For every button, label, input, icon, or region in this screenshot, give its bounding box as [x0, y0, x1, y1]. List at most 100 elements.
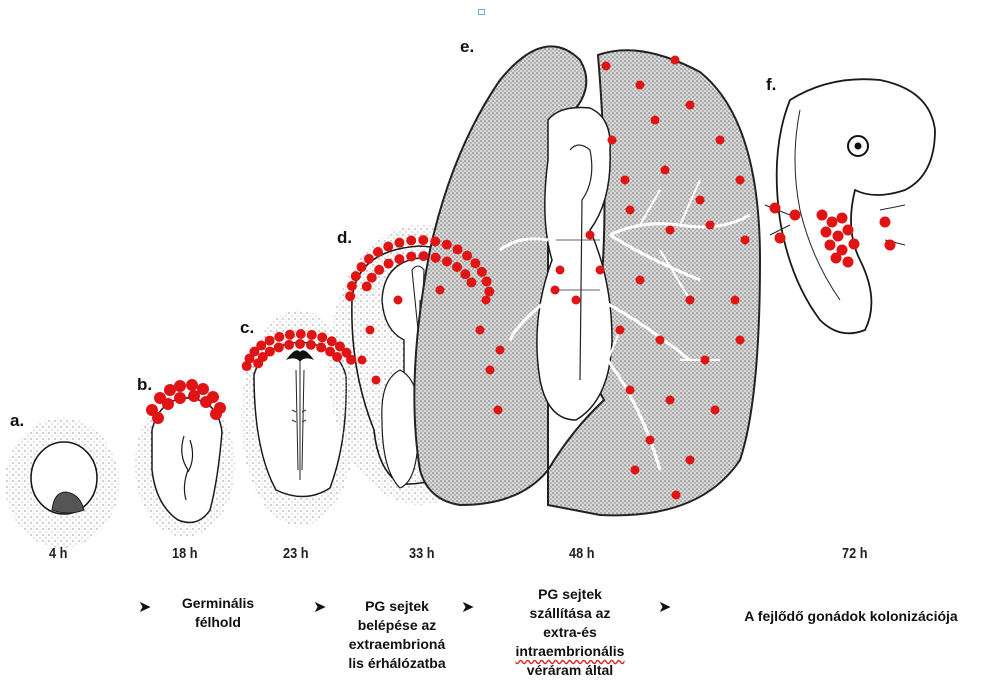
process-arrow-2: ➤ [313, 597, 326, 616]
germ-cell [602, 62, 611, 71]
stage-letter-a: a. [10, 411, 24, 431]
germ-cell [596, 266, 605, 275]
process-arrow-4: ➤ [658, 597, 671, 616]
germ-cell [366, 326, 375, 335]
germ-cell [274, 342, 284, 352]
germ-cell [482, 296, 491, 305]
germ-cell [372, 376, 381, 385]
germ-cell [345, 291, 355, 301]
germ-cell [210, 408, 222, 420]
process-arrow-1: ➤ [138, 597, 151, 616]
germ-cell [494, 406, 503, 415]
germ-cell [790, 210, 801, 221]
germ-cell [431, 253, 441, 263]
stage-letter-c: c. [240, 318, 254, 338]
germ-cell [696, 196, 705, 205]
time-label-33h: 33 h [409, 545, 435, 562]
caption-pg-transport: PG sejtek szállítása az extra-és intraem… [490, 585, 650, 680]
germ-cell [351, 271, 361, 281]
germ-cell [651, 116, 660, 125]
time-label-23h: 23 h [283, 545, 309, 562]
germ-cell [274, 332, 284, 342]
germ-cell [775, 233, 786, 244]
germ-cell [394, 238, 404, 248]
germ-cell [419, 251, 429, 261]
time-label-4h: 4 h [49, 545, 67, 562]
germ-cell [608, 136, 617, 145]
germ-cell [827, 217, 838, 228]
germ-cell [626, 206, 635, 215]
germ-cell [686, 456, 695, 465]
germ-cell [358, 356, 367, 365]
germ-cell [496, 346, 505, 355]
germ-cell [671, 56, 680, 65]
germ-cell [418, 235, 428, 245]
germ-cell [367, 273, 377, 283]
germ-cell [394, 254, 404, 264]
germ-cell [661, 166, 670, 175]
germ-cell [477, 267, 487, 277]
germ-cell [817, 210, 828, 221]
germ-cell [265, 336, 275, 346]
germ-cell [406, 252, 416, 262]
time-label-48h: 48 h [569, 545, 595, 562]
germ-cell [174, 392, 186, 404]
germ-cell [394, 296, 403, 305]
caption-pg-transport-line1: PG sejtek szállítása az extra-és [490, 585, 650, 642]
germ-cell [383, 242, 393, 252]
process-arrow-3: ➤ [461, 597, 474, 616]
germ-cell [364, 254, 374, 264]
germ-cell [317, 332, 327, 342]
germ-cell [706, 221, 715, 230]
embryo-illustration [0, 0, 990, 560]
germ-cell [556, 266, 565, 275]
germ-cell [356, 262, 366, 272]
germ-cell [833, 231, 844, 242]
germ-cell [880, 217, 891, 228]
germ-cell [626, 386, 635, 395]
embryo-72h [765, 79, 935, 333]
stage-letter-d: d. [337, 228, 352, 248]
germ-cell [636, 81, 645, 90]
germ-cell [307, 330, 317, 340]
time-label-72h: 72 h [842, 545, 868, 562]
germ-cell [843, 257, 854, 268]
germ-cell [295, 339, 305, 349]
germ-cell [741, 236, 750, 245]
germ-cell [636, 276, 645, 285]
germ-cell [374, 265, 384, 275]
germ-cell [332, 352, 342, 362]
germ-cell [701, 356, 710, 365]
germ-cell [188, 390, 200, 402]
germ-cell [616, 326, 625, 335]
germ-cell [631, 466, 640, 475]
germ-cell [186, 379, 198, 391]
germ-cell [470, 258, 480, 268]
germ-cell [716, 136, 725, 145]
germ-cell [849, 239, 860, 250]
germ-cell [572, 296, 581, 305]
germ-cell [646, 436, 655, 445]
germ-cell [442, 240, 452, 250]
germ-cell [837, 213, 848, 224]
germ-cell [384, 259, 394, 269]
caption-germinal-crescent: Germinális félhold [168, 594, 268, 632]
embryo-4h [5, 418, 119, 548]
caption-gonad-colonization: A fejlődő gonádok kolonizációja [716, 607, 986, 626]
germ-cell [825, 240, 836, 251]
germ-cell [460, 269, 470, 279]
caption-pg-transport-line2: intraembrionális [490, 642, 650, 661]
germ-cell [666, 396, 675, 405]
germ-cell [152, 412, 164, 424]
germ-cell [666, 226, 675, 235]
germ-cell [672, 491, 681, 500]
germ-cell [736, 336, 745, 345]
germ-cell [466, 278, 476, 288]
germ-cell [347, 281, 357, 291]
germ-cell [284, 340, 294, 350]
germ-cell [831, 253, 842, 264]
germ-cell [770, 203, 781, 214]
germ-cell [482, 276, 492, 286]
germ-cell [406, 235, 416, 245]
